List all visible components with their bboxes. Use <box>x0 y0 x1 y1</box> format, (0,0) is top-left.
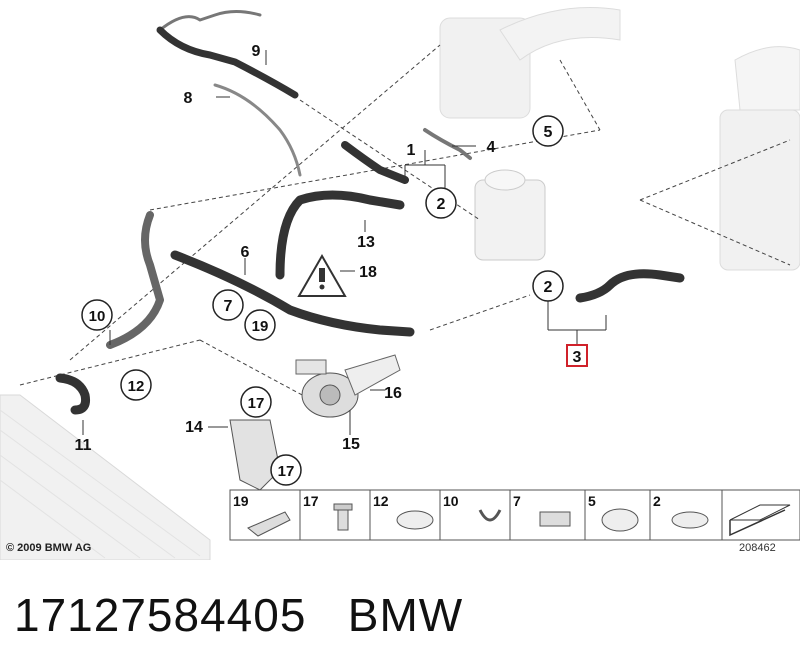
svg-text:2: 2 <box>653 493 661 509</box>
svg-text:19: 19 <box>252 318 269 335</box>
legend-strip: 19 17 12 10 7 5 2 <box>229 489 800 541</box>
svg-text:17: 17 <box>248 395 265 412</box>
svg-text:3: 3 <box>573 349 582 366</box>
diagram-id: 208462 <box>739 542 776 554</box>
radiator-illustration <box>0 394 211 560</box>
leader-lines <box>19 44 791 411</box>
parts-diagram: 5 2 2 7 19 10 12 17 17 9 8 1 4 13 18 6 1… <box>0 7 800 560</box>
svg-text:5: 5 <box>544 124 553 141</box>
reference-lines <box>82 50 607 435</box>
expansion-tank-illustration <box>474 169 546 261</box>
highlighted-callout-3: 3 <box>566 344 588 367</box>
circle-callouts: 5 2 2 7 19 10 12 17 17 <box>81 115 564 486</box>
svg-text:10: 10 <box>89 308 106 325</box>
footer-caption: 17127584405 BMW <box>14 588 463 642</box>
bracket-illustration <box>229 419 281 491</box>
callout-19: 19 <box>244 309 276 341</box>
engine-components-illustration <box>439 7 800 271</box>
svg-text:2: 2 <box>437 196 446 213</box>
label-4: 4 <box>487 139 496 156</box>
svg-text:2: 2 <box>544 279 553 296</box>
label-1: 1 <box>407 142 416 159</box>
svg-text:5: 5 <box>588 493 596 509</box>
arrow-icon <box>729 504 791 537</box>
warning-triangle-icon <box>297 253 347 297</box>
callout-10: 10 <box>81 299 113 331</box>
label-16: 16 <box>384 385 402 402</box>
hose-lines <box>55 10 685 415</box>
legend-item-17: 17 <box>303 493 353 531</box>
plain-labels: 9 8 1 4 13 18 6 16 15 14 11 <box>75 43 496 454</box>
callout-2-lower: 2 <box>532 270 564 302</box>
svg-text:7: 7 <box>224 298 233 315</box>
callout-17-upper: 17 <box>240 386 272 418</box>
callout-7: 7 <box>212 289 244 321</box>
svg-text:10: 10 <box>443 493 459 509</box>
svg-text:12: 12 <box>373 493 389 509</box>
svg-text:17: 17 <box>303 493 319 509</box>
label-18: 18 <box>359 264 377 281</box>
label-15: 15 <box>342 436 360 453</box>
callout-12: 12 <box>120 369 152 401</box>
legend-item-19: 19 <box>233 493 291 537</box>
label-6: 6 <box>241 244 250 261</box>
part-number: 17127584405 <box>14 589 307 641</box>
callout-17-lower: 17 <box>270 454 302 486</box>
brand-name: BMW <box>347 589 464 641</box>
svg-text:7: 7 <box>513 493 521 509</box>
legend-item-12: 12 <box>373 493 434 530</box>
legend-item-10: 10 <box>443 493 502 522</box>
svg-text:12: 12 <box>128 378 145 395</box>
legend-item-7: 7 <box>513 493 571 527</box>
copyright-text: © 2009 BMW AG <box>6 542 92 554</box>
label-8: 8 <box>184 90 193 107</box>
legend-item-5: 5 <box>588 493 639 532</box>
svg-text:17: 17 <box>278 463 295 480</box>
svg-text:19: 19 <box>233 493 249 509</box>
label-9: 9 <box>252 43 261 60</box>
callout-5: 5 <box>532 115 564 147</box>
label-14: 14 <box>185 419 203 436</box>
label-13: 13 <box>357 234 375 251</box>
legend-item-2: 2 <box>653 493 709 529</box>
callout-2-upper: 2 <box>425 187 457 219</box>
label-11: 11 <box>75 437 92 454</box>
water-pump-illustration <box>295 354 401 418</box>
